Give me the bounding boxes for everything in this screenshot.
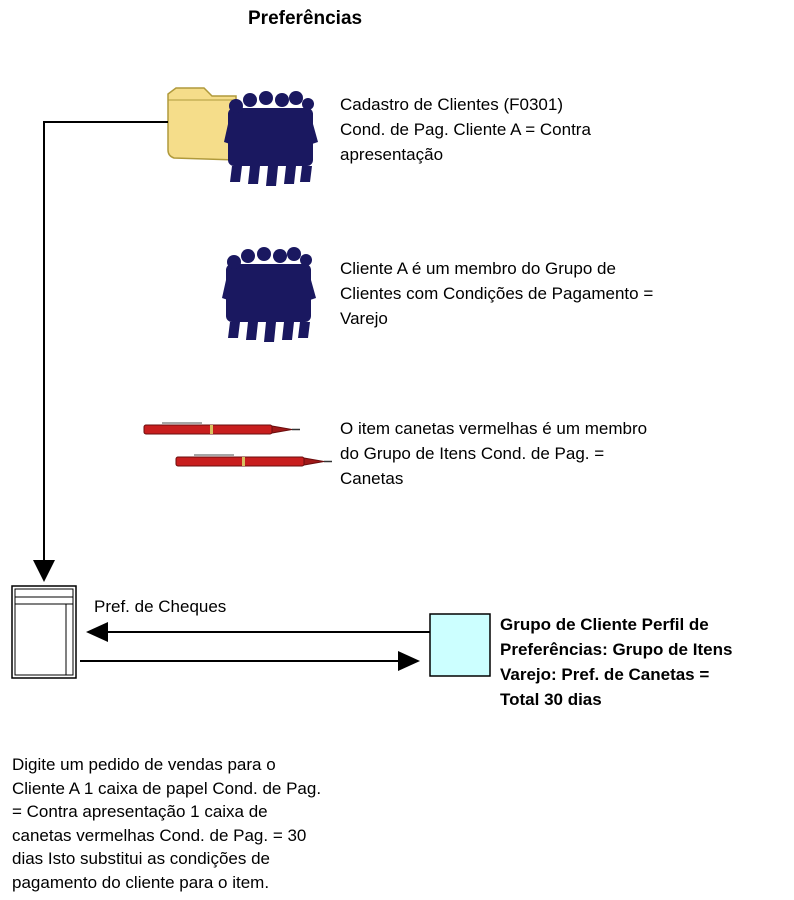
document-icon xyxy=(11,585,77,679)
connector-arrow-down xyxy=(33,121,168,582)
people-icon xyxy=(222,247,316,342)
customer-group-text: Cliente A é um membro do Grupo de Client… xyxy=(340,259,654,328)
people-icon xyxy=(224,91,318,186)
page-title: Preferências xyxy=(248,8,363,29)
folder-icon xyxy=(167,87,237,161)
check-pref-label: Pref. de Cheques xyxy=(94,597,227,616)
customer-master-text: Cadastro de Clientes (F0301) Cond. de Pa… xyxy=(340,95,591,164)
pen-icon xyxy=(143,422,301,435)
profile-text: Grupo de Cliente Perfil de Preferências:… xyxy=(500,615,733,709)
item-group-text: O item canetas vermelhas é um membro do … xyxy=(340,419,648,488)
order-note-text: Digite um pedido de vendas para o Client… xyxy=(12,755,322,892)
arrow-to-profile xyxy=(80,651,420,671)
arrow-to-document xyxy=(86,622,430,642)
profile-box xyxy=(429,613,491,677)
pen-icon xyxy=(175,454,333,467)
